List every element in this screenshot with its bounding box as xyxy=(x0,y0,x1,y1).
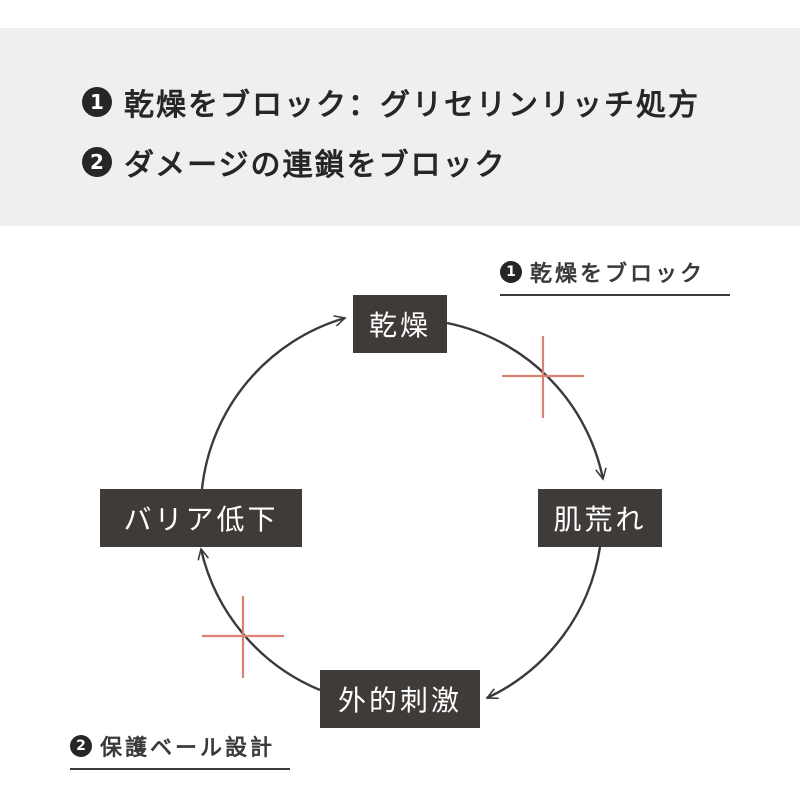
node-external-stimulus: 外的刺激 xyxy=(320,670,480,728)
tag-1-text: 乾燥をブロック xyxy=(530,262,706,287)
block-cross-2 xyxy=(202,596,284,678)
header-panel xyxy=(0,28,800,226)
block-cross-1 xyxy=(502,336,584,418)
arc-dryness-to-roughness xyxy=(446,321,603,479)
point-1-text: 乾燥をブロック：グリセリンリッチ処方 xyxy=(124,88,700,123)
arc-barrier-to-dryness xyxy=(200,318,345,490)
node-dryness: 乾燥 xyxy=(353,295,447,353)
node-barrier-decline: バリア低下 xyxy=(100,489,302,547)
number-badge-1: 1 xyxy=(82,87,112,117)
point-1: 1 乾燥をブロック：グリセリンリッチ処方 xyxy=(82,80,700,124)
arc-roughness-to-stimulus xyxy=(487,546,602,700)
node-skin-roughness: 肌荒れ xyxy=(538,489,662,547)
tag-1-number-badge: 1 xyxy=(500,261,522,283)
tag-2-text: 保護ベール設計 xyxy=(100,736,276,761)
tag-protective-veil: 2 保護ベール設計 xyxy=(70,730,290,770)
tag-block-dryness: 1 乾燥をブロック xyxy=(500,256,730,296)
point-2-text: ダメージの連鎖をブロック xyxy=(124,148,507,183)
point-2: 2 ダメージの連鎖をブロック xyxy=(82,140,507,184)
arc-stimulus-to-barrier xyxy=(201,549,321,692)
number-badge-2: 2 xyxy=(82,147,112,177)
tag-2-number-badge: 2 xyxy=(70,735,92,757)
